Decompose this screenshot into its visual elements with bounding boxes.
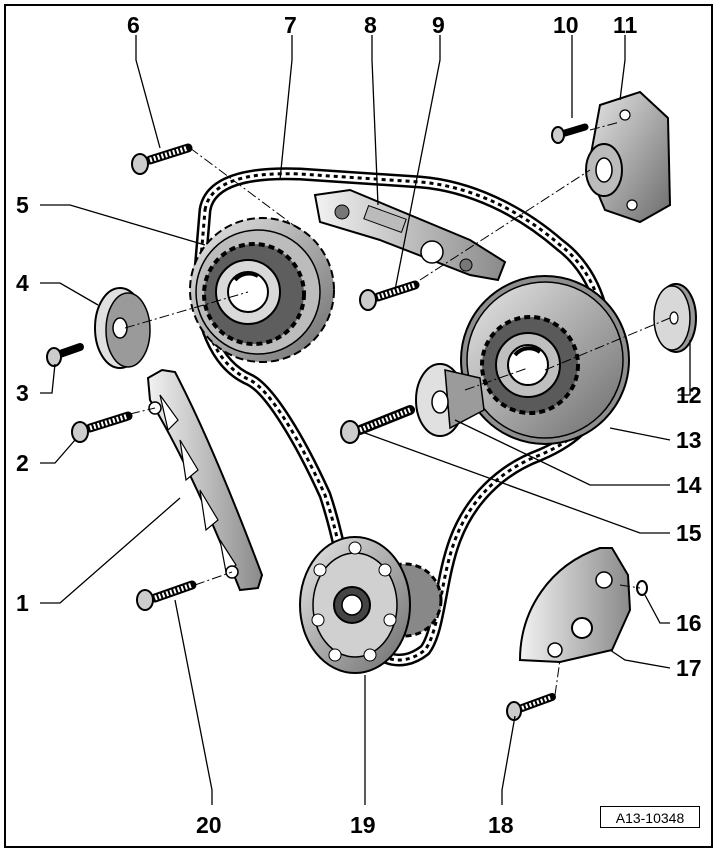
callout-19: 19 [350, 812, 376, 838]
callout-11: 11 [613, 12, 638, 38]
callout-12: 12 [676, 382, 702, 408]
callout-16: 16 [676, 610, 702, 636]
timing-chain [193, 167, 614, 667]
crankshaft-sprocket [299, 536, 443, 674]
callout-13: 13 [676, 427, 702, 453]
callout-3: 3 [16, 380, 29, 406]
callout-15: 15 [676, 520, 702, 546]
callout-8: 8 [364, 12, 377, 38]
callout-17: 17 [676, 655, 702, 681]
bearing-cover [585, 90, 672, 224]
bolt-18 [506, 693, 556, 721]
callout-5: 5 [16, 192, 29, 218]
tensioning-rail [313, 188, 507, 282]
assembly-axis-lines [124, 121, 671, 696]
callout-18: 18 [488, 812, 514, 838]
callout-7: 7 [284, 12, 297, 38]
bolt-6 [131, 143, 193, 175]
bolt-3 [46, 343, 84, 367]
o-ring [636, 580, 648, 596]
bolt-10 [551, 123, 589, 144]
bolt-9 [359, 280, 420, 311]
bolt-20 [136, 580, 197, 611]
camshaft-sprocket-left [189, 217, 335, 363]
bolt-2 [71, 411, 133, 443]
callout-6: 6 [127, 12, 140, 38]
callout-4: 4 [16, 270, 29, 296]
callout-9: 9 [432, 12, 445, 38]
washer-left [94, 287, 151, 369]
leader-lines [40, 35, 691, 805]
figure-reference-code: A13-10348 [600, 806, 700, 828]
callout-10: 10 [553, 12, 579, 38]
callout-1: 1 [16, 590, 29, 616]
chain-tensioner [518, 547, 632, 664]
callout-2: 2 [16, 450, 29, 476]
bolt-15 [340, 405, 415, 444]
diagram-frame [4, 4, 713, 848]
camshaft-adjuster-right [460, 275, 630, 445]
thrust-washer [415, 363, 485, 437]
callout-14: 14 [676, 472, 702, 498]
callout-20: 20 [196, 812, 222, 838]
washer-right [653, 283, 697, 353]
